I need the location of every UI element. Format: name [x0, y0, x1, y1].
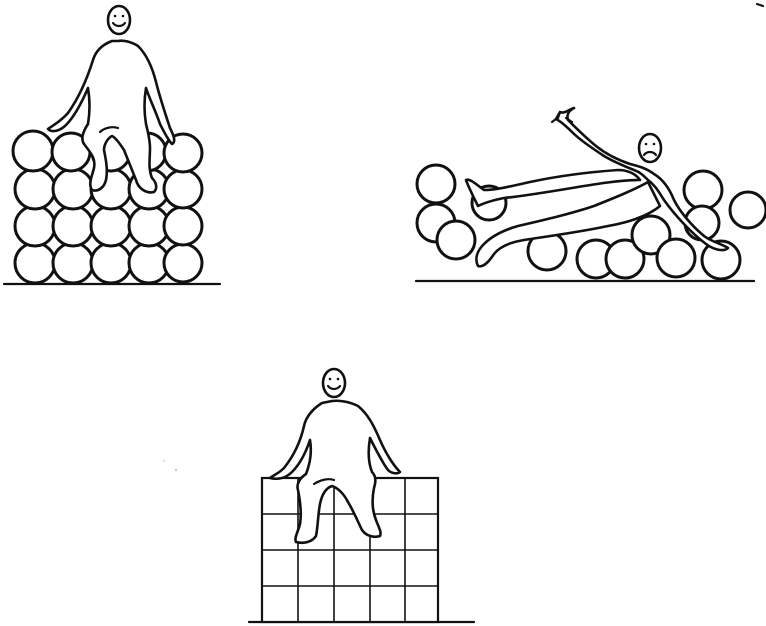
seated-person-smiling: [46, 4, 176, 194]
falling-person-frowning: [464, 106, 730, 268]
person-arm-crease: [312, 478, 336, 486]
sphere: [89, 241, 133, 285]
loose-sphere-pile: [415, 163, 766, 281]
panel-stacked-spheres: [2, 4, 222, 286]
sphere: [162, 242, 204, 284]
person-arm-crease: [98, 126, 120, 134]
panel-loose-spheres: [414, 2, 766, 283]
panel-cube-blocks: [247, 367, 476, 624]
sphere: [13, 204, 57, 248]
smile-mouth: [111, 21, 127, 28]
sphere: [728, 190, 766, 230]
person-body: [268, 399, 402, 545]
corner-mark: [755, 2, 765, 8]
person-body: [46, 39, 176, 194]
sphere: [51, 241, 95, 285]
eye: [121, 14, 125, 18]
frowning-face-icon: [637, 132, 663, 164]
sphere: [89, 204, 133, 248]
sphere: [682, 169, 724, 211]
seated-person-smiling: [268, 367, 402, 545]
sphere: [630, 214, 672, 256]
sphere: [11, 129, 55, 173]
smiling-face-icon: [321, 367, 347, 399]
frown-mouth: [642, 150, 658, 157]
sphere: [51, 204, 95, 248]
speck: [163, 460, 165, 462]
sphere: [13, 167, 57, 211]
sphere: [162, 205, 204, 247]
sphere: [604, 238, 646, 280]
sphere: [51, 167, 95, 211]
eye: [652, 142, 656, 146]
sphere: [700, 239, 742, 281]
sphere: [655, 237, 697, 279]
eye: [644, 142, 648, 146]
sphere: [415, 163, 457, 205]
eye: [328, 377, 332, 381]
speck: [175, 469, 177, 471]
sphere: [435, 219, 477, 261]
person-body: [464, 106, 730, 268]
smile-mouth: [326, 384, 342, 391]
smiling-face-icon: [106, 4, 132, 36]
sphere: [13, 241, 57, 285]
hand-fingers: [550, 110, 574, 124]
sphere: [162, 168, 204, 210]
sphere-stack: [11, 129, 204, 285]
eye: [113, 14, 117, 18]
eye: [336, 377, 340, 381]
